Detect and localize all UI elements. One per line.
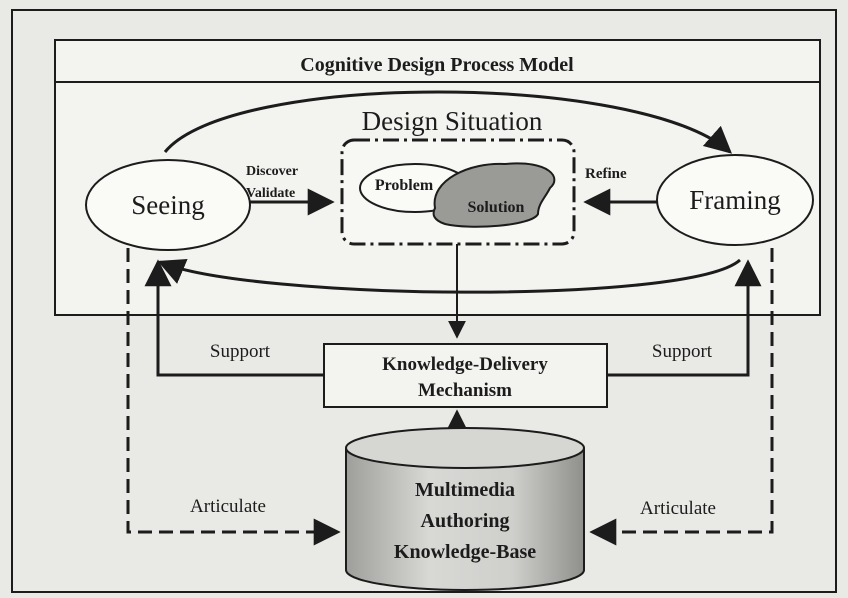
top-cycle-arrow	[163, 90, 733, 154]
articulate-left-label: Articulate	[190, 496, 266, 517]
kb-line2: Authoring	[421, 510, 510, 532]
framing-node	[656, 154, 814, 246]
mechanism-line2: Mechanism	[418, 380, 512, 401]
solution-label: Solution	[468, 199, 525, 216]
framing-label: Framing	[689, 185, 781, 215]
seeing-node	[85, 159, 251, 251]
knowledge-base-top	[345, 427, 585, 469]
mechanism-box	[323, 343, 608, 408]
kb-line3: Knowledge-Base	[394, 541, 536, 563]
support-left-arrow	[144, 259, 324, 377]
seeing-label: Seeing	[131, 190, 205, 220]
knowledge-base-cylinder	[345, 448, 585, 591]
outer-frame	[11, 9, 837, 593]
bottom-cycle-arrow	[157, 258, 741, 294]
validate-label: Validate	[246, 186, 295, 201]
kb-line1: Multimedia	[415, 479, 515, 501]
discover-label: Discover	[246, 164, 298, 179]
problem-label: Problem	[375, 177, 434, 194]
refine-label: Refine	[585, 166, 627, 182]
solution-shape	[432, 162, 556, 228]
mechanism-line1: Knowledge-Delivery	[382, 354, 548, 375]
support-left-label: Support	[210, 341, 271, 362]
model-title: Cognitive Design Process Model	[300, 54, 574, 76]
support-right-arrow	[607, 259, 762, 377]
articulate-right-label: Articulate	[640, 498, 716, 519]
support-right-label: Support	[652, 341, 713, 362]
design-situation-label: Design Situation	[362, 106, 543, 136]
articulate-right-arrow	[589, 248, 774, 546]
articulate-left-arrow	[126, 248, 341, 546]
